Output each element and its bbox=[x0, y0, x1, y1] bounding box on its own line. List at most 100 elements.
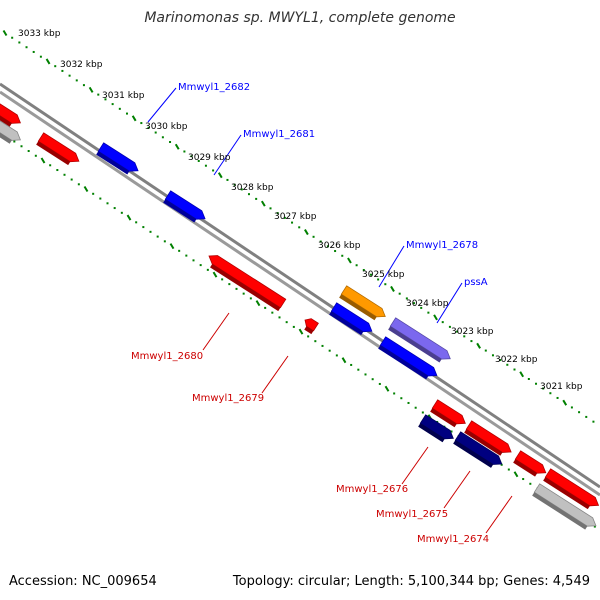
upper-ruler-dot bbox=[369, 273, 372, 276]
gene-mmwyl1-2678-shadow bbox=[339, 294, 377, 321]
gene-mmwyl1-2682-shadow bbox=[96, 151, 130, 175]
lower-ruler-dot bbox=[292, 325, 295, 328]
upper-ruler-dot bbox=[549, 392, 552, 395]
lower-ruler-dot bbox=[149, 230, 152, 233]
label-leaders bbox=[147, 87, 513, 534]
lower-ruler-dot bbox=[106, 202, 109, 205]
gene-red-right-3 bbox=[513, 450, 547, 477]
upper-ruler-dot bbox=[61, 69, 64, 72]
gene-red-right-2 bbox=[464, 420, 512, 456]
gene-red-left-2-body bbox=[37, 132, 80, 163]
gene-blue-low-shadow bbox=[378, 345, 429, 380]
gene-red-left-1-body bbox=[0, 103, 21, 124]
upper-ruler-dot bbox=[190, 155, 193, 158]
lower-ruler-dot bbox=[178, 249, 181, 252]
lower-ruler-dot bbox=[113, 207, 116, 210]
gene-mmwyl1-2679-shadow bbox=[304, 326, 314, 335]
upper-ruler-dot bbox=[484, 349, 487, 352]
lower-ruler-dot bbox=[593, 525, 596, 528]
upper-ruler-dot bbox=[377, 278, 380, 281]
gene-mmwyl1-2676-body bbox=[419, 414, 454, 440]
gene-mmwyl1-2675-shadow bbox=[453, 440, 494, 468]
lower-ruler-tick bbox=[169, 243, 175, 250]
lower-ruler-dot bbox=[378, 382, 381, 385]
upper-ruler-dot bbox=[161, 136, 164, 139]
gene-red-left-2 bbox=[36, 132, 80, 166]
gene-mmwyl1-2679-body bbox=[304, 318, 319, 332]
lower-ruler-dot bbox=[99, 197, 102, 200]
leader-mmwyl1-2675 bbox=[443, 470, 471, 509]
gene-label-mmwyl1-2678: Mmwyl1_2678 bbox=[406, 240, 478, 251]
gene-blue-low-body bbox=[379, 336, 438, 377]
upper-ruler-tick bbox=[304, 229, 309, 236]
gene-features bbox=[0, 103, 600, 530]
lower-ruler-dot bbox=[271, 311, 274, 314]
upper-ruler-dot bbox=[413, 302, 416, 305]
upper-ruler bbox=[2, 29, 595, 423]
gene-pssa-shadow bbox=[388, 326, 442, 363]
upper-ruler-dot bbox=[283, 216, 286, 219]
gene-red-right-3-body bbox=[514, 450, 547, 474]
upper-ruler-tick bbox=[174, 143, 180, 150]
gene-mmwyl1-2682-body bbox=[97, 142, 139, 172]
upper-ruler-tick bbox=[562, 399, 568, 406]
upper-ruler-dot bbox=[75, 79, 78, 82]
upper-ruler-dot bbox=[341, 254, 344, 257]
gene-red-right-1-body bbox=[431, 399, 466, 425]
upper-ruler-dot bbox=[527, 378, 530, 381]
upper-ruler-tick bbox=[2, 29, 8, 37]
upper-ruler-dot bbox=[463, 335, 466, 338]
upper-ruler-dot bbox=[212, 169, 215, 172]
upper-ruler-dot bbox=[405, 297, 408, 300]
gene-label-mmwyl1-2675: Mmwyl1_2675 bbox=[376, 509, 448, 520]
lower-ruler-dot bbox=[27, 150, 30, 153]
upper-ruler-dot bbox=[255, 197, 258, 200]
lower-ruler-dot bbox=[135, 221, 138, 224]
gene-red-right-2-body bbox=[465, 420, 512, 453]
gene-red-left-2-shadow bbox=[36, 141, 71, 166]
lower-ruler-dot bbox=[142, 226, 145, 229]
upper-ruler-tick bbox=[519, 371, 525, 378]
genome-backbone bbox=[0, 82, 600, 497]
gene-pssa-body bbox=[389, 317, 451, 360]
lower-ruler-dot bbox=[357, 368, 360, 371]
lower-ruler-dot bbox=[393, 392, 396, 395]
gene-mmwyl1-2676-shadow bbox=[418, 423, 445, 443]
genome-summary-text: Topology: circular; Length: 5,100,344 bp… bbox=[232, 574, 590, 589]
gene-mmwyl1-2680-body bbox=[208, 255, 287, 309]
tick-label-3021: 3021 kbp bbox=[540, 382, 583, 392]
gene-blue-low bbox=[378, 336, 438, 380]
upper-ruler-dot bbox=[183, 150, 186, 153]
leader-mmwyl1-2682 bbox=[147, 87, 177, 123]
upper-ruler-dot bbox=[585, 415, 588, 418]
gene-mmwyl1-2681-shadow bbox=[163, 199, 197, 223]
upper-ruler-tick bbox=[217, 172, 223, 179]
lower-ruler-tick bbox=[513, 471, 519, 478]
gene-blue-mid-body bbox=[330, 302, 373, 333]
upper-ruler-tick bbox=[45, 58, 51, 65]
backbone-lower-line bbox=[0, 90, 600, 497]
lower-ruler-dot bbox=[63, 173, 66, 176]
tick-label-3031: 3031 kbp bbox=[102, 91, 145, 101]
gene-mmwyl1-2681-body bbox=[164, 190, 206, 220]
upper-ruler-dot bbox=[384, 283, 387, 286]
lower-ruler-dot bbox=[407, 401, 410, 404]
gene-mmwyl1-2680 bbox=[208, 255, 287, 312]
upper-ruler-dot bbox=[226, 178, 229, 181]
upper-ruler-dot bbox=[334, 250, 337, 253]
gene-mmwyl1-2675 bbox=[453, 431, 503, 468]
lower-ruler-dot bbox=[364, 373, 367, 376]
upper-ruler-dot bbox=[312, 235, 315, 238]
lower-ruler-tick bbox=[341, 357, 347, 364]
lower-ruler-dot bbox=[163, 240, 166, 243]
lower-ruler-dot bbox=[400, 397, 403, 400]
upper-ruler-dot bbox=[291, 221, 294, 224]
lower-ruler-tick bbox=[384, 385, 390, 392]
upper-ruler-dot bbox=[11, 36, 14, 39]
tick-label-3028: 3028 kbp bbox=[231, 183, 274, 193]
gene-gray-left bbox=[0, 120, 21, 144]
lower-ruler-dot bbox=[185, 254, 188, 257]
upper-ruler-dot bbox=[441, 321, 444, 324]
upper-ruler-dot bbox=[506, 363, 509, 366]
